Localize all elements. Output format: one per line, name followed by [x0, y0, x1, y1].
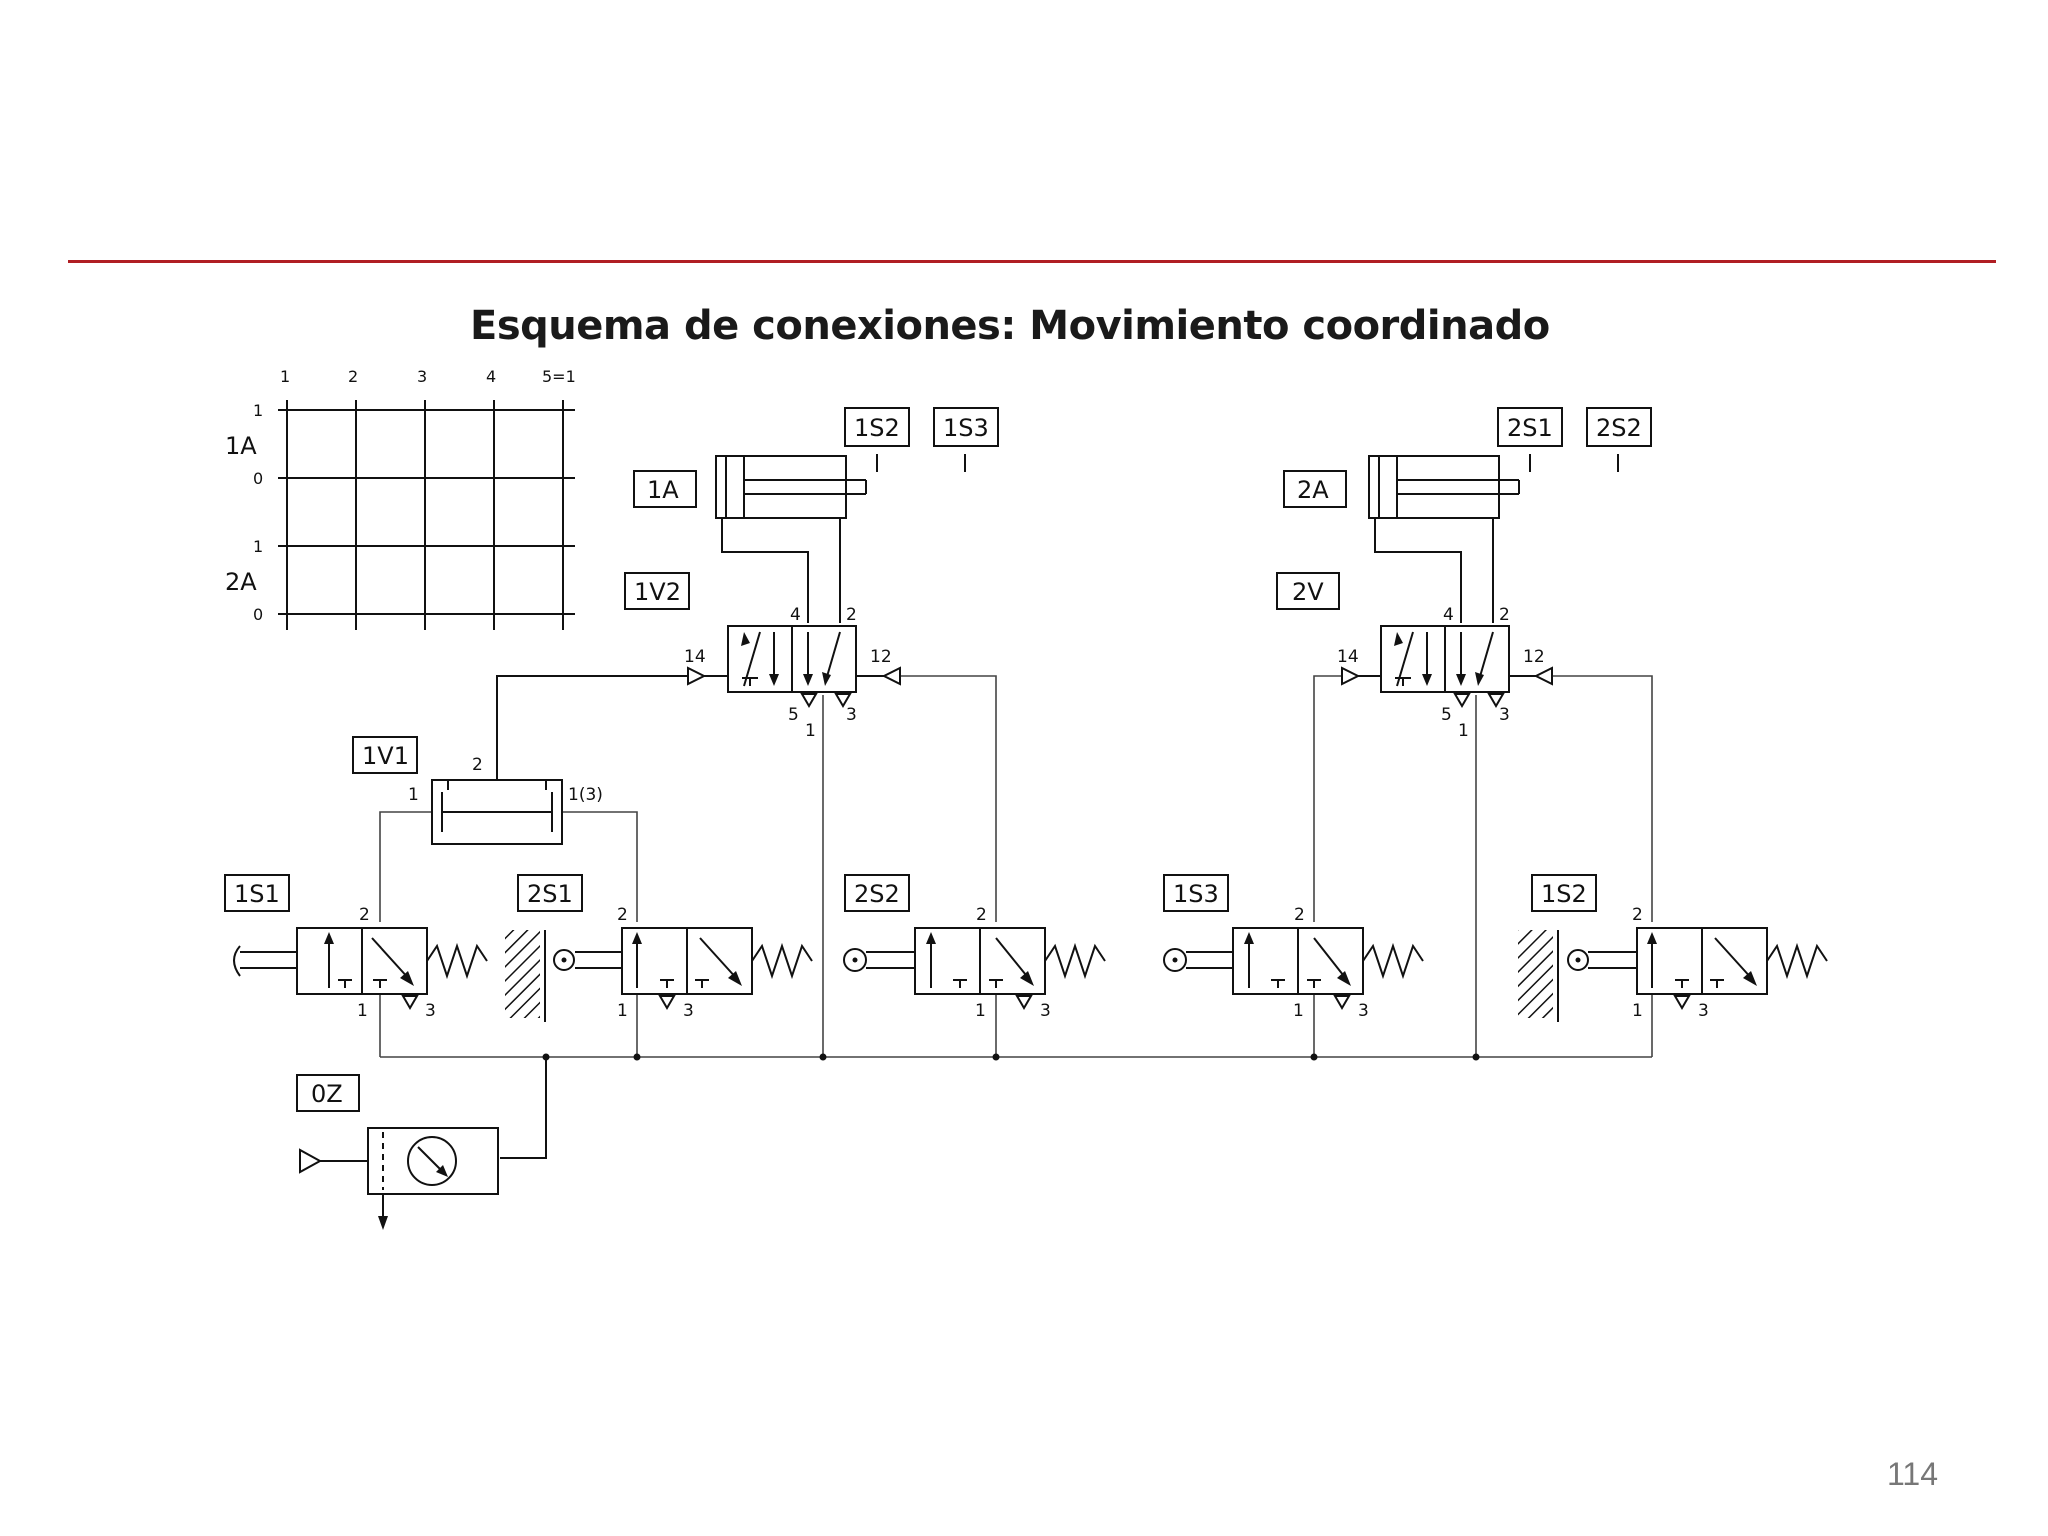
service-unit-0z	[299, 1127, 499, 1230]
accent-rule	[68, 260, 1996, 263]
grid-row-2a-low: 0	[253, 605, 263, 624]
valve-2s1	[505, 927, 813, 1022]
port-2v-14: 14	[1337, 647, 1359, 667]
label-2s2: 2S2	[854, 880, 900, 908]
port-1v2-2: 2	[846, 605, 857, 625]
port-numbers: 4 2 14 12 5 3 1 4 2 14 12 5 3 1 2 1 1(3)…	[357, 605, 1709, 1021]
grid-col-3: 3	[417, 367, 427, 386]
pneumatic-lines	[379, 464, 1653, 1159]
port-1v1-13: 1(3)	[568, 785, 603, 805]
port-2s1-1: 1	[617, 1001, 628, 1021]
port-1v2-12: 12	[870, 647, 892, 667]
port-1v2-5: 5	[788, 705, 799, 725]
label-2s1: 2S1	[527, 880, 573, 908]
port-2s1-2: 2	[617, 905, 628, 925]
port-1v2-3: 3	[846, 705, 857, 725]
label-1s1: 1S1	[234, 880, 280, 908]
port-1s3-3: 3	[1358, 1001, 1369, 1021]
port-2v-12: 12	[1523, 647, 1545, 667]
port-1s2-2: 2	[1632, 905, 1643, 925]
port-1s3-1: 1	[1293, 1001, 1304, 1021]
label-1s2-top: 1S2	[854, 414, 900, 442]
port-1v1-1: 1	[408, 785, 419, 805]
step-diagram-grid: 1 2 3 4 5=1 1 1A 0 1 2A 0	[225, 367, 576, 630]
port-1s1-2: 2	[359, 905, 370, 925]
port-2s1-3: 3	[683, 1001, 694, 1021]
label-2s2-top: 2S2	[1596, 414, 1642, 442]
port-1v2-1: 1	[805, 721, 816, 741]
label-1v2: 1V2	[634, 578, 681, 606]
port-1v2-4: 4	[790, 605, 801, 625]
port-1v2-14: 14	[684, 647, 706, 667]
label-2s1-top: 2S1	[1507, 414, 1553, 442]
component-labels: 1S2 1S3 2S1 2S2 1A 2A 1V2 2V 1V1 1S1 2S1…	[224, 407, 1652, 1112]
valve-1v2	[687, 625, 901, 708]
label-2a: 2A	[1297, 476, 1329, 504]
valve-1s3	[1163, 927, 1424, 1010]
label-2v: 2V	[1292, 578, 1324, 606]
grid-row-2a-name: 2A	[225, 568, 257, 596]
port-2s2-3: 3	[1040, 1001, 1051, 1021]
valve-1v1	[431, 779, 563, 845]
grid-col-5: 5=1	[542, 367, 576, 386]
grid-row-1a-low: 0	[253, 469, 263, 488]
page-title: Esquema de conexiones: Movimiento coordi…	[470, 303, 1550, 349]
port-2v-5: 5	[1441, 705, 1452, 725]
valve-1s2	[1518, 927, 1828, 1022]
port-1s2-1: 1	[1632, 1001, 1643, 1021]
port-2v-3: 3	[1499, 705, 1510, 725]
label-1v1: 1V1	[362, 742, 409, 770]
grid-col-4: 4	[486, 367, 496, 386]
grid-row-1a-name: 1A	[225, 432, 257, 460]
grid-row-1a-high: 1	[253, 401, 263, 420]
page-number: 114	[1886, 1456, 1938, 1492]
label-1s2: 1S2	[1541, 880, 1587, 908]
valve-2s2	[843, 927, 1106, 1010]
label-0z: 0Z	[311, 1080, 343, 1108]
port-1s1-1: 1	[357, 1001, 368, 1021]
valve-1s1	[233, 927, 488, 1010]
cylinder-1a	[715, 455, 867, 519]
valve-2v	[1341, 625, 1553, 708]
grid-col-2: 2	[348, 367, 358, 386]
port-1s1-3: 3	[425, 1001, 436, 1021]
port-2v-1: 1	[1458, 721, 1469, 741]
port-1s3-2: 2	[1294, 905, 1305, 925]
port-2s2-1: 1	[975, 1001, 986, 1021]
grid-col-1: 1	[280, 367, 290, 386]
grid-row-2a-high: 1	[253, 537, 263, 556]
label-1a: 1A	[647, 476, 679, 504]
label-1s3: 1S3	[1173, 880, 1219, 908]
port-1s2-3: 3	[1698, 1001, 1709, 1021]
label-1s3-top: 1S3	[943, 414, 989, 442]
port-2s2-2: 2	[976, 905, 987, 925]
port-2v-2: 2	[1499, 605, 1510, 625]
port-2v-4: 4	[1443, 605, 1454, 625]
cylinder-2a	[1368, 455, 1520, 519]
port-1v1-2: 2	[472, 755, 483, 775]
